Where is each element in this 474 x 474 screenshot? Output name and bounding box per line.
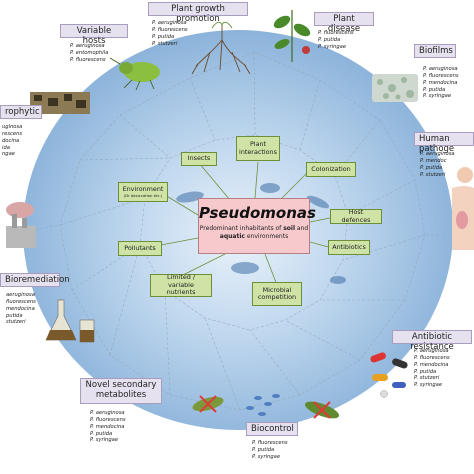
category-human-pathogen: Human pathoge xyxy=(414,132,474,154)
human-figure-illustration xyxy=(452,167,474,250)
node-plant-interactions: Plant interactions xyxy=(236,136,280,161)
species-plant-growth-promotion: P. aeruginosa P. fluorescens P. putida P… xyxy=(152,20,188,47)
aphid-illustration xyxy=(109,57,160,91)
species-variable-hosts: P. aeruginosa P. entomophila P. fluoresc… xyxy=(70,43,109,63)
category-novel-secondary-metabolites: Novel secondary metabolites xyxy=(80,378,162,404)
category-plant-disease: Plant disease xyxy=(314,12,374,34)
biocontrol-illustration xyxy=(192,394,340,419)
center-title: Pseudomonas xyxy=(199,204,316,222)
center-tagline: Predominant inhabitants of soil and aqua… xyxy=(199,225,309,240)
category-biofilms: Biofilms xyxy=(414,44,456,58)
pseudomonas-center-box: Pseudomonas Predominant inhabitants of s… xyxy=(198,198,316,254)
category-plant-growth-promotion: Plant growth promotion xyxy=(148,2,248,24)
flow-shapes xyxy=(176,183,346,284)
node-pollutants: Pollutants xyxy=(118,241,162,256)
roots-illustration xyxy=(191,21,251,75)
capsules-illustration xyxy=(370,352,408,398)
category-bioremediation: Bioremediation xyxy=(0,273,70,287)
category-saprophytic: rophytic xyxy=(0,105,42,119)
diseased-plant-illustration xyxy=(273,10,311,62)
category-variable-hosts: Variable hosts xyxy=(60,24,128,46)
factory-illustration xyxy=(6,202,36,248)
species-antibiotic-resistance: P. aeruginosa P. fluorescens P. mendocin… xyxy=(414,348,450,389)
decay-matter-illustration xyxy=(30,92,90,114)
node-antibiotics: Antibiotics xyxy=(328,240,370,255)
species-biocontrol: P. fluorescens P. putida P. syringae xyxy=(252,440,288,460)
species-biofilms: P. aeruginosa P. fluorescens P. mendocin… xyxy=(423,66,459,100)
species-saprophytic: uginosa rescens docina ida ngae xyxy=(2,124,23,158)
species-plant-disease: P. fluorescens P. putida P. syringae xyxy=(318,30,354,50)
node-host-defences: Host defences xyxy=(330,209,382,224)
category-biocontrol: Biocontrol xyxy=(246,422,298,436)
node-colonization: Colonization xyxy=(306,162,356,177)
species-bioremediation: aeruginosa fluorescens mendocina putida … xyxy=(6,292,36,326)
flasks-illustration xyxy=(45,299,95,343)
node-environment: Environment (Dr desiccation etc.) xyxy=(118,182,168,202)
biofilm-illustration xyxy=(372,74,418,102)
species-novel-secondary-metabolites: P. aeruginosa P. fluorescens P. mendocin… xyxy=(90,410,126,444)
category-antibiotic-resistance: Antibiotic resistance xyxy=(392,330,472,352)
node-insects: Insects xyxy=(181,152,217,166)
node-limited-nutrients: Limited / variable nutrients xyxy=(150,274,212,297)
species-human-pathogen: P. aeruginosa P. mendoc P. putida P. stu… xyxy=(420,151,455,178)
node-microbial-competition: Microbial competition xyxy=(252,282,302,306)
